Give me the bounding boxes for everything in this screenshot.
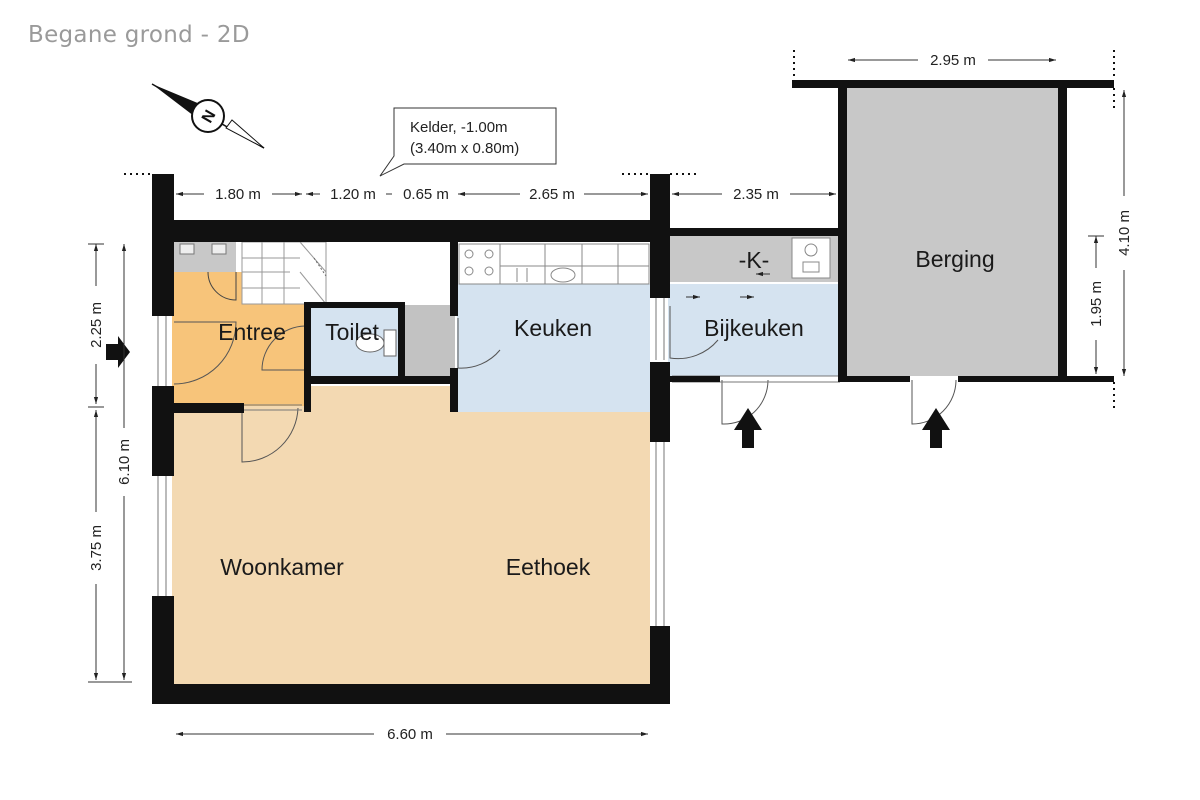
extension-markers bbox=[124, 50, 1115, 412]
fixtures bbox=[179, 237, 831, 357]
wall-left-lower bbox=[152, 596, 174, 704]
cellar-note-line1: Kelder, -1.00m bbox=[410, 119, 508, 136]
berging-fill bbox=[845, 86, 1060, 376]
wall-berging-left bbox=[838, 82, 847, 382]
wall-toilet-bottom bbox=[304, 376, 456, 384]
dim-left-2: 3.75 m bbox=[88, 525, 105, 571]
bijkeuken-fill bbox=[668, 284, 840, 376]
wall-top-main bbox=[152, 220, 668, 242]
wall-annex-bottom-b bbox=[838, 376, 910, 382]
entry-arrow-left bbox=[106, 336, 130, 368]
dim-bottom: 6.60 m bbox=[387, 726, 433, 743]
walls bbox=[152, 80, 1114, 704]
wall-annex-bottom-c bbox=[958, 376, 1114, 382]
living-fill bbox=[172, 386, 650, 686]
room-label-entree: Entree bbox=[218, 319, 286, 345]
dim-top-5: 2.35 m bbox=[733, 186, 779, 203]
dimension-labels: 1.80 m 1.20 m 0.65 m 2.65 m 2.35 m 2.95 … bbox=[88, 52, 1133, 743]
room-label-berging: Berging bbox=[915, 246, 994, 272]
compass-icon: N bbox=[151, 83, 265, 149]
wall-entree-bottom bbox=[174, 403, 244, 413]
room-fills bbox=[172, 86, 1060, 686]
wall-annex-top bbox=[668, 228, 846, 236]
wall-left-mid bbox=[152, 386, 174, 476]
entry-arrow-berging bbox=[922, 408, 950, 448]
wall-toilet-right bbox=[398, 302, 405, 382]
room-label-woonkamer: Woonkamer bbox=[220, 554, 344, 580]
doors bbox=[173, 271, 957, 463]
kitchen-counter bbox=[458, 243, 650, 285]
dim-top-3: 0.65 m bbox=[403, 186, 449, 203]
dim-right-total: 4.10 m bbox=[1116, 210, 1133, 256]
toilet-bowl bbox=[355, 329, 397, 357]
staircase bbox=[241, 241, 327, 305]
room-label-eethoek: Eethoek bbox=[506, 554, 591, 580]
wall-berging-right bbox=[1058, 82, 1067, 382]
wall-bottom-main bbox=[152, 684, 668, 704]
wall-entree-right bbox=[304, 302, 311, 412]
dim-top-4: 2.65 m bbox=[529, 186, 575, 203]
dim-right-1: 1.95 m bbox=[1088, 281, 1105, 327]
room-label-keuken: Keuken bbox=[514, 315, 592, 341]
dim-top-1: 1.80 m bbox=[215, 186, 261, 203]
wall-right-upper bbox=[650, 174, 670, 298]
wall-annex-bottom-a bbox=[668, 376, 720, 382]
cellar-note: Kelder, -1.00m (3.40m x 0.80m) bbox=[379, 107, 557, 177]
kitchen-marker: -K- bbox=[739, 247, 770, 273]
windows bbox=[157, 298, 840, 626]
dim-top-2: 1.20 m bbox=[330, 186, 376, 203]
wall-keuken-left bbox=[450, 242, 458, 316]
dim-top-6: 2.95 m bbox=[930, 52, 976, 69]
dim-left-total: 6.10 m bbox=[116, 439, 133, 485]
wall-left-upper bbox=[152, 174, 174, 316]
plan-title: Begane grond - 2D bbox=[28, 22, 250, 48]
wall-right-mid bbox=[650, 362, 670, 442]
room-labels: Entree Toilet Keuken Bijkeuken Berging W… bbox=[218, 246, 995, 580]
wall-keuken-left-lower bbox=[450, 368, 458, 412]
wall-berging-top bbox=[792, 80, 1114, 88]
stair-block-fill bbox=[403, 305, 455, 378]
room-label-bijkeuken: Bijkeuken bbox=[704, 315, 804, 341]
dimension-lines bbox=[88, 57, 1127, 737]
cellar-note-line2: (3.40m x 0.80m) bbox=[410, 140, 519, 157]
wall-right-lower bbox=[650, 626, 670, 704]
room-label-toilet: Toilet bbox=[325, 319, 379, 345]
entry-arrow-bijkeuken bbox=[734, 408, 762, 448]
wall-toilet-top bbox=[304, 302, 404, 308]
keuken-fill bbox=[457, 284, 650, 412]
dim-left-1: 2.25 m bbox=[88, 302, 105, 348]
